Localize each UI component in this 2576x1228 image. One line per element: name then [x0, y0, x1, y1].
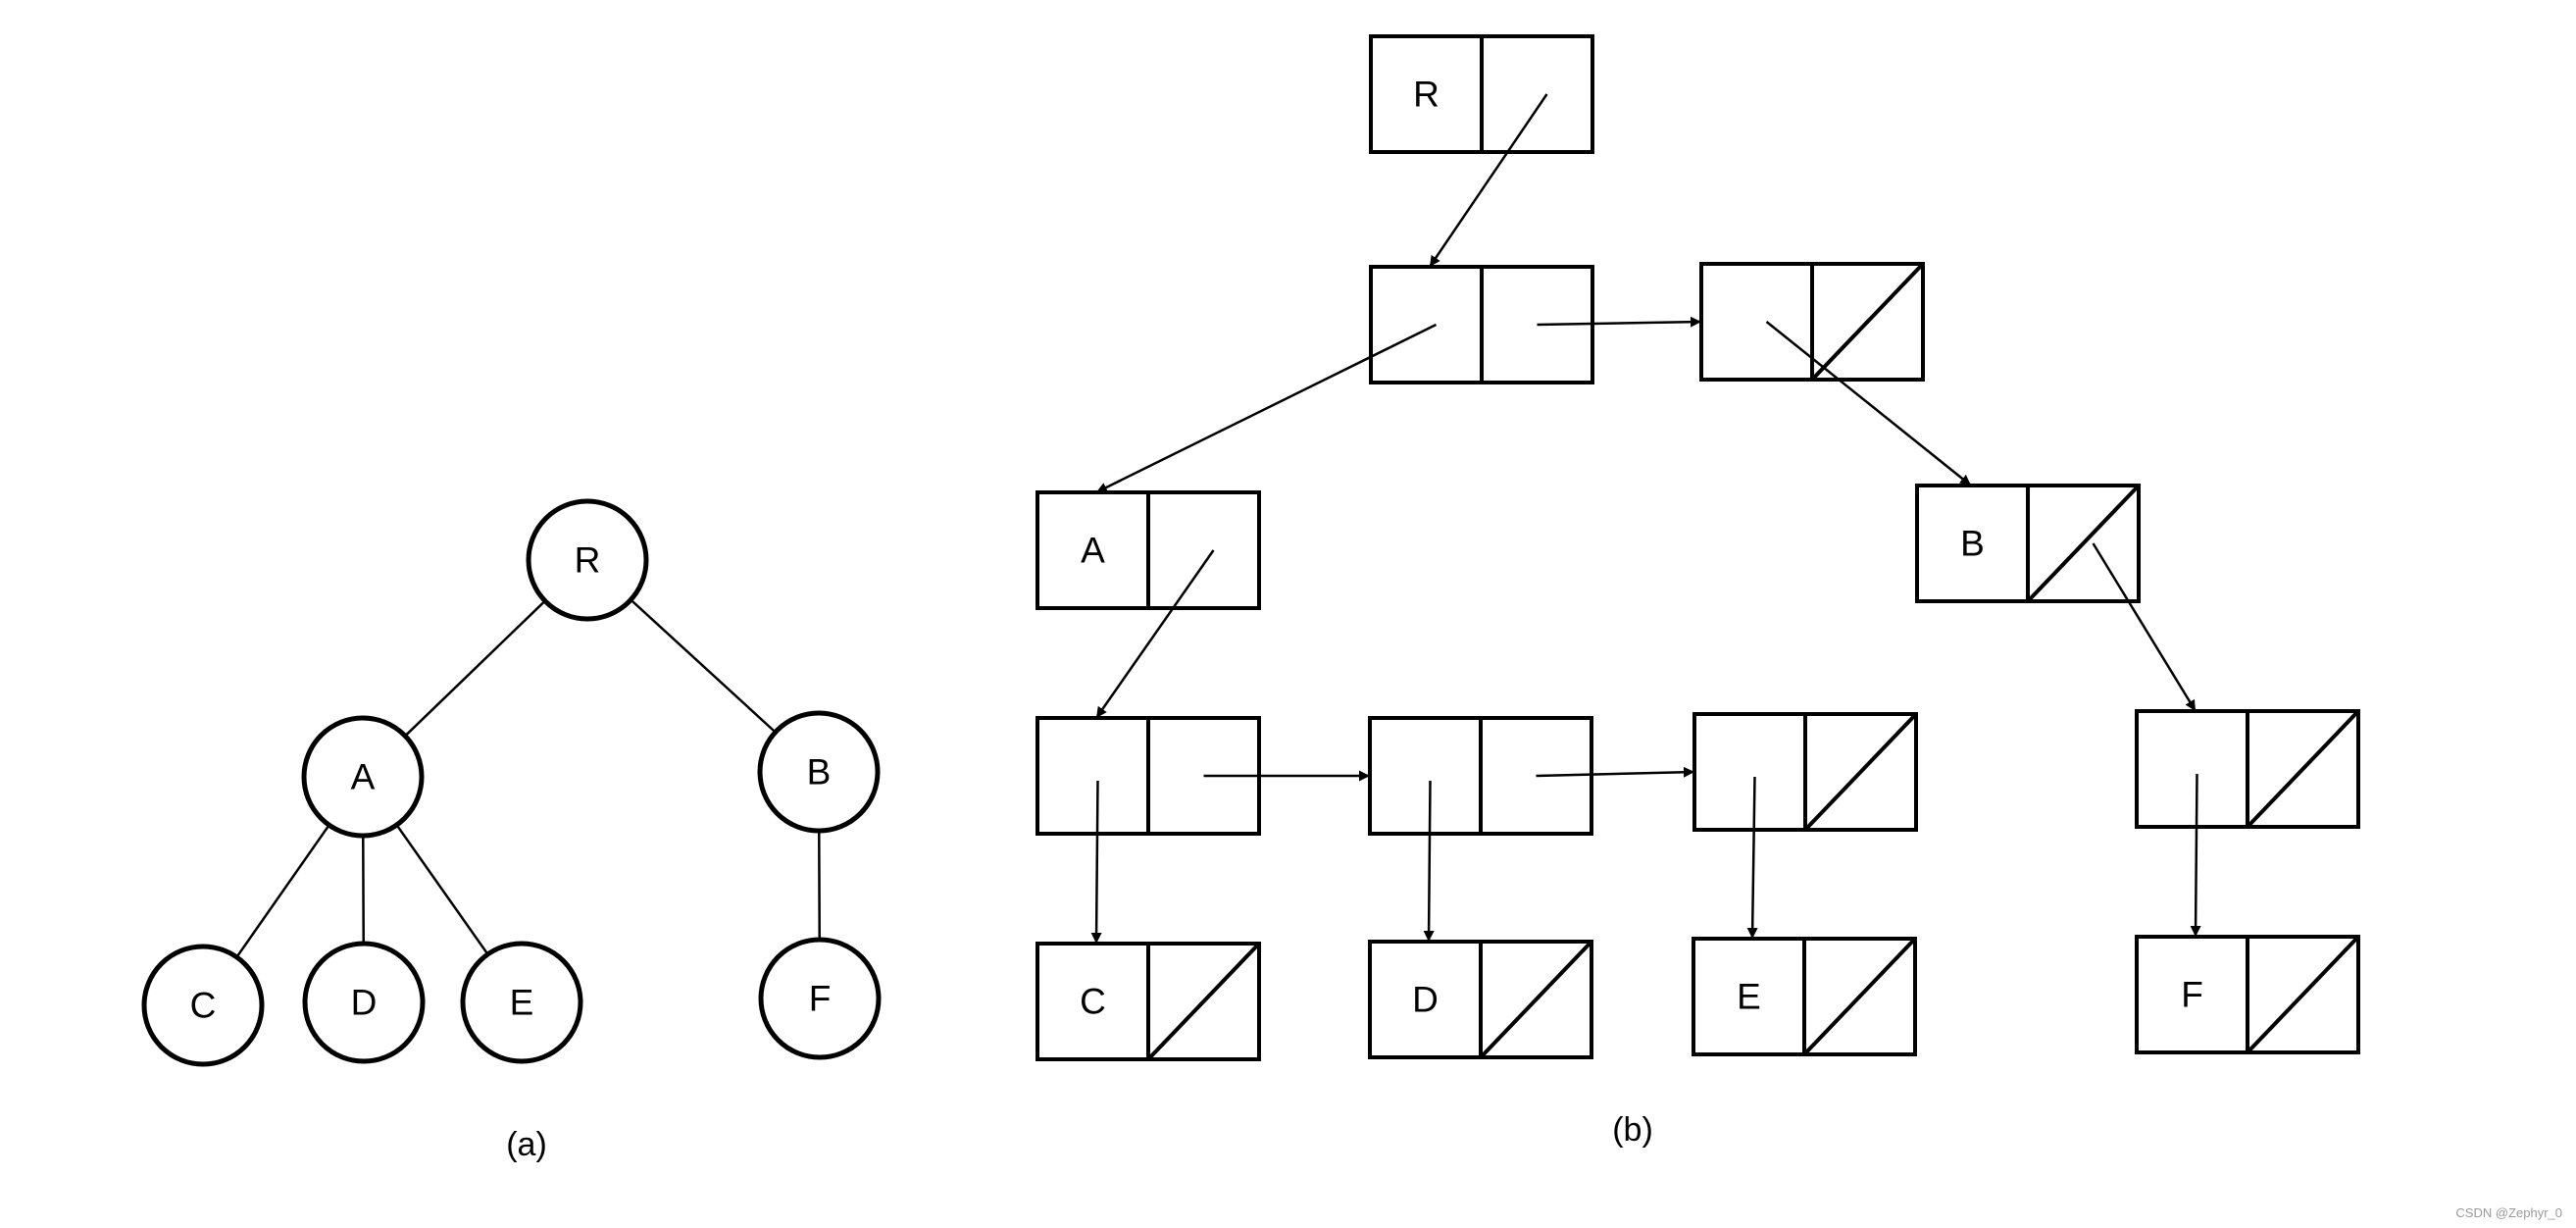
tree-figure-a: R A B C D E F: [141, 498, 882, 1067]
pointer-arrow-l5-l9: [1090, 780, 1102, 945]
list-cell-l9: C: [1035, 942, 1261, 1061]
list-cell-l7: [1692, 712, 1918, 832]
list-cell-l8: [2135, 709, 2360, 829]
pointer-arrow-l2-l4: [1765, 321, 1972, 486]
list-cell-label: F: [2181, 975, 2203, 1015]
null-pointer-slash: [1479, 940, 1593, 1059]
list-cell-label: E: [1737, 977, 1761, 1017]
null-pointer-slash: [1803, 712, 1918, 832]
list-cell-l3: A: [1035, 490, 1261, 610]
pointer-arrow-l0-l1: [1428, 93, 1548, 268]
null-pointer-slash: [1810, 262, 1925, 382]
tree-node-label: R: [575, 540, 601, 581]
tree-node-c: C: [141, 944, 265, 1067]
list-cell-l2: [1699, 262, 1925, 382]
tree-node-label: E: [510, 983, 534, 1023]
tree-node-a: A: [301, 715, 425, 839]
pointer-arrow-l6-l7: [1536, 766, 1695, 778]
caption-a: (a): [506, 1126, 547, 1163]
list-cell-label: D: [1412, 980, 1439, 1020]
tree-node-label: B: [807, 752, 832, 793]
list-cell-l0: R: [1369, 34, 1594, 154]
tree-node-label: D: [351, 983, 378, 1023]
tree-edge-r-a: [404, 599, 546, 738]
list-cell-label: R: [1413, 75, 1440, 115]
pointer-arrow-l8-l12: [2190, 773, 2201, 938]
list-cell-l10: D: [1368, 940, 1593, 1059]
tree-node-label: A: [351, 757, 376, 797]
list-figure-b: R A B C D E F: [1035, 34, 2360, 1061]
pointer-arrow-l3-l5: [1094, 549, 1215, 719]
tree-node-label: C: [190, 986, 217, 1026]
caption-b: (b): [1612, 1111, 1653, 1149]
list-cell-l4: B: [1915, 484, 2141, 603]
credit-watermark: CSDN @Zephyr_0: [2455, 1205, 2562, 1220]
pointer-arrow-l7-l11: [1746, 776, 1758, 940]
pointer-arrow-l1-l2: [1537, 316, 1702, 328]
list-cell-label: B: [1960, 524, 1985, 564]
null-pointer-slash: [2026, 484, 2141, 603]
list-cell-l11: E: [1692, 937, 1917, 1056]
null-pointer-slash: [1146, 942, 1261, 1061]
list-cell-l12: F: [2135, 935, 2360, 1054]
tree-node-label: F: [809, 979, 832, 1019]
pointer-arrow-l6-l10: [1423, 780, 1435, 943]
pointer-arrow-l4-l8: [2092, 542, 2197, 712]
list-cell-label: C: [1080, 982, 1106, 1022]
tree-edge-r-b: [630, 598, 777, 734]
tree-node-e: E: [460, 941, 583, 1064]
tree-node-b: B: [757, 710, 881, 834]
tree-node-r: R: [526, 498, 649, 622]
null-pointer-slash: [2246, 709, 2360, 829]
tree-edge-a-e: [395, 824, 489, 955]
tree-node-d: D: [302, 941, 426, 1064]
null-pointer-slash: [1802, 937, 1917, 1056]
pointer-arrow-l1-l3: [1095, 323, 1438, 494]
list-cell-label: A: [1081, 531, 1105, 571]
tree-node-f: F: [758, 937, 882, 1060]
null-pointer-slash: [2246, 935, 2360, 1054]
tree-edge-a-c: [235, 824, 330, 958]
